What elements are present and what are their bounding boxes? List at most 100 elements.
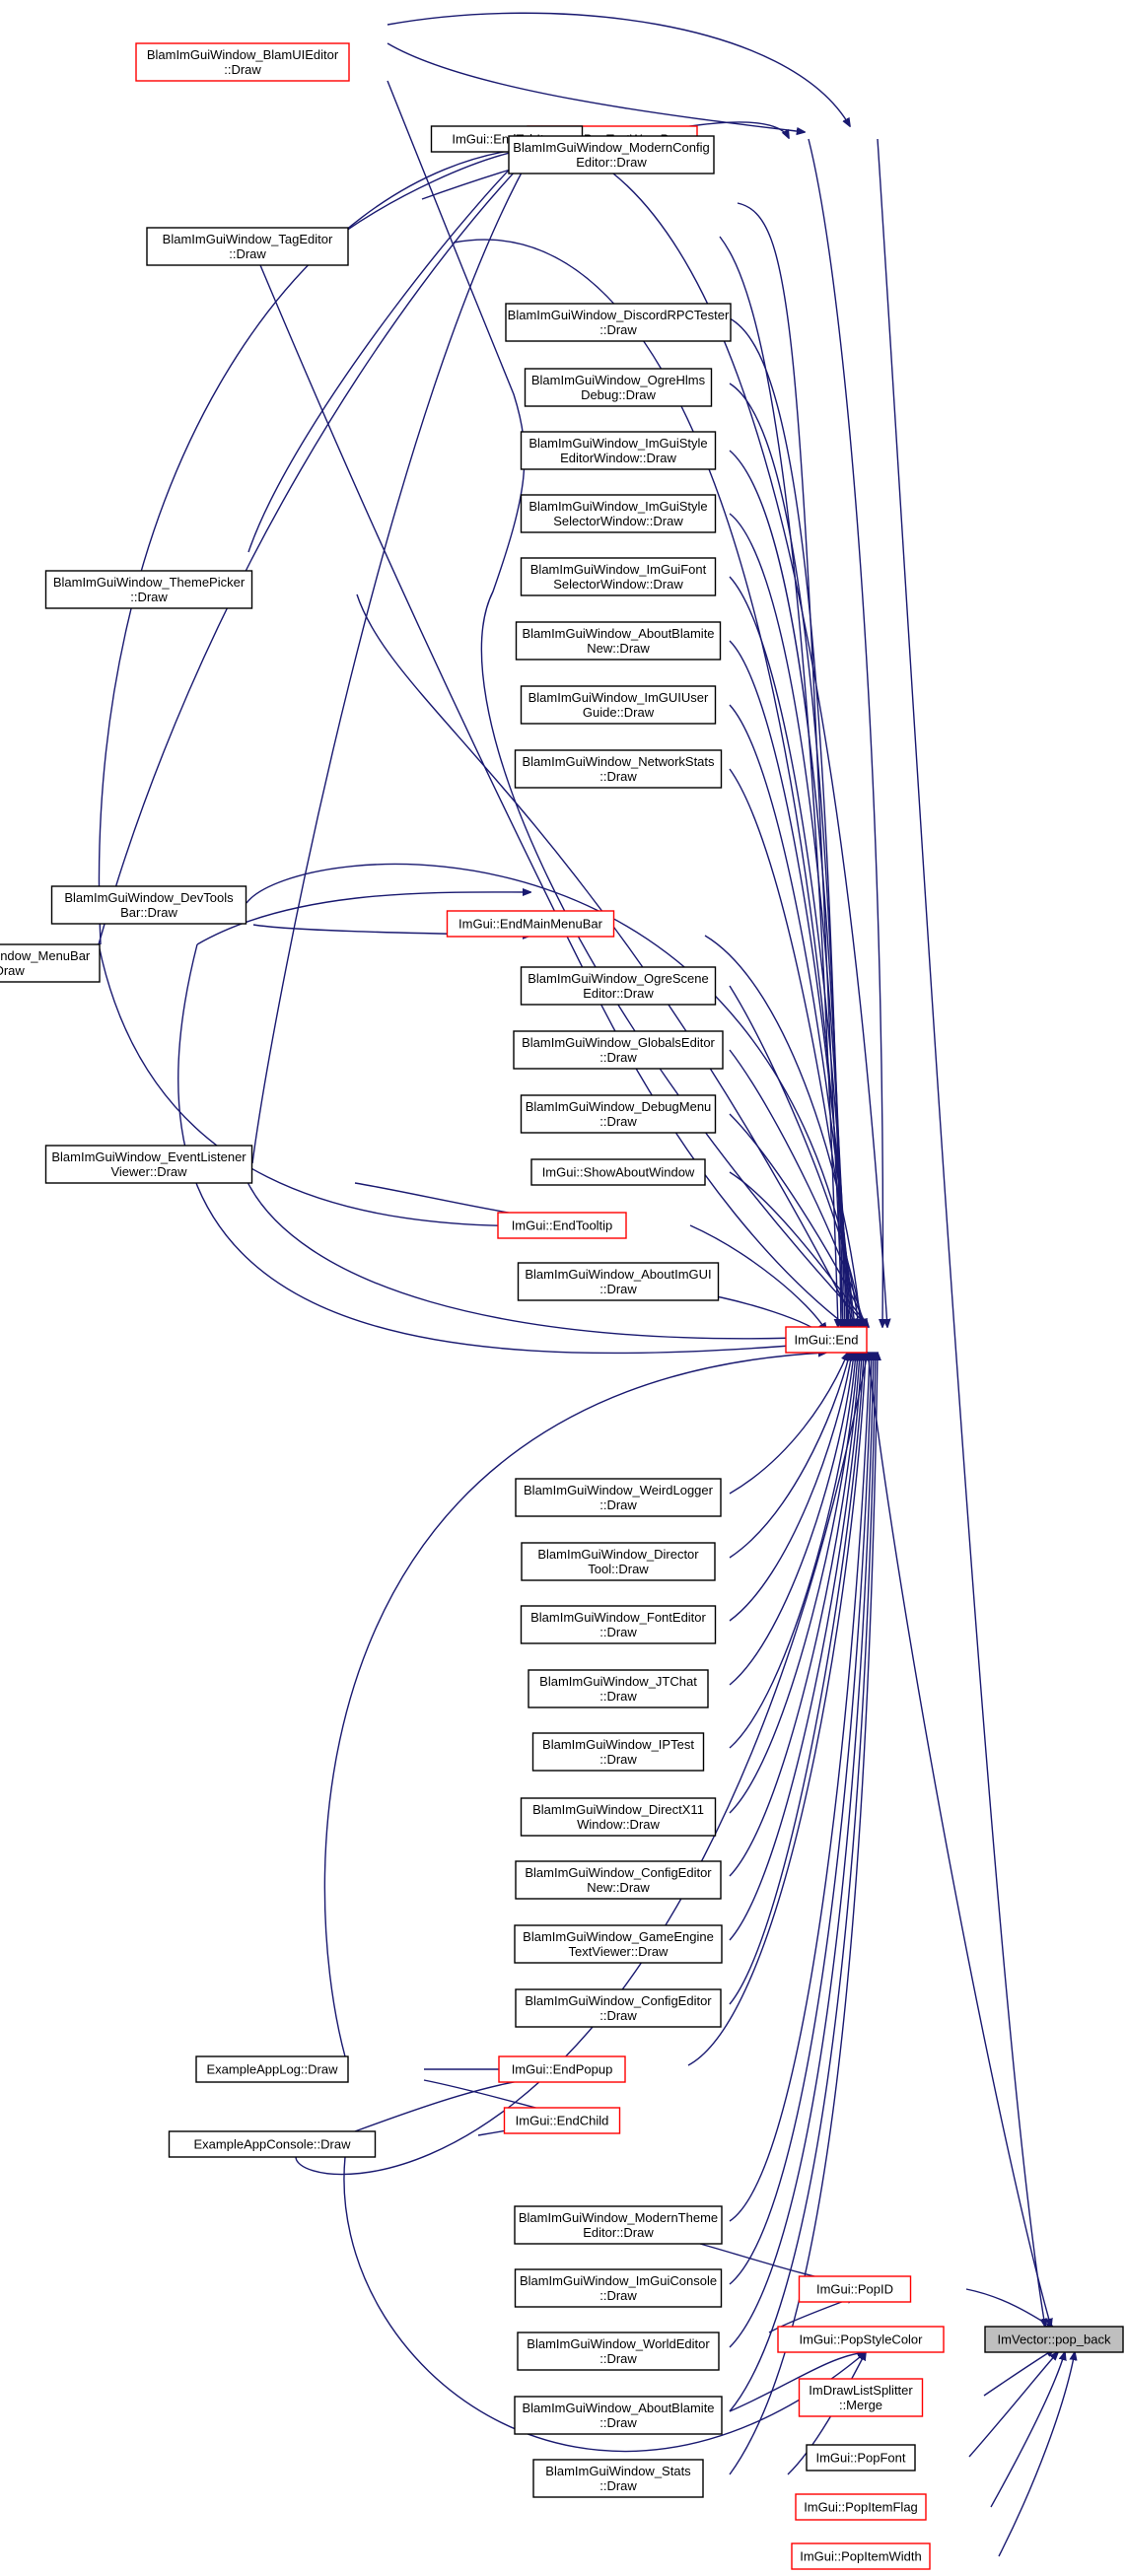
node-label: ::Merge <box>839 2398 882 2412</box>
call-edge-71 <box>998 2352 1075 2557</box>
call-edge-49 <box>323 1353 826 2057</box>
node-label: New::Draw <box>587 641 650 656</box>
node-label: New::Draw <box>587 1880 650 1895</box>
call-edge-18 <box>729 576 849 1327</box>
node-netstats[interactable]: BlamImGuiWindow_NetworkStats::Draw <box>514 749 723 789</box>
node-iptest[interactable]: BlamImGuiWindow_IPTest::Draw <box>531 1732 705 1772</box>
call-edge-29 <box>729 1049 865 1327</box>
node-box <box>508 135 715 174</box>
node-box <box>520 557 717 596</box>
node-label: TextViewer::Draw <box>569 1944 669 1959</box>
node-menubar[interactable]: BlamImGuiWindow_MenuBar::Draw <box>0 943 101 983</box>
node-stylededitor[interactable]: BlamImGuiWindow_ImGuiStyleEditorWindow::… <box>520 431 717 470</box>
node-label: ::Draw <box>599 1752 637 1767</box>
call-edge-31 <box>729 1171 869 1327</box>
node-label: BlamImGuiWindow_AboutImGUI <box>525 1267 711 1282</box>
node-label: BlamImGuiWindow_EventListener <box>51 1149 247 1164</box>
node-label: BlamImGuiWindow_ModernTheme <box>519 2210 718 2225</box>
node-discord[interactable]: BlamImGuiWindow_DiscordRPCTester::Draw <box>505 303 732 342</box>
node-splitter[interactable]: ImDrawListSplitter::Merge <box>798 2378 924 2417</box>
node-label: Viewer::Draw <box>110 1164 187 1179</box>
node-box <box>498 2055 626 2083</box>
node-box <box>195 2055 349 2083</box>
node-fontselector[interactable]: BlamImGuiWindow_ImGuiFontSelectorWindow:… <box>520 557 717 596</box>
node-jtchat[interactable]: BlamImGuiWindow_JTChat::Draw <box>528 1669 709 1708</box>
node-box <box>517 2332 720 2371</box>
node-imguiconsole[interactable]: BlamImGuiWindow_ImGuiConsole::Draw <box>514 2268 723 2308</box>
node-label: ::Draw <box>599 322 637 337</box>
node-appconsole[interactable]: ExampleAppConsole::Draw <box>168 2130 377 2158</box>
node-endchild[interactable]: ImGui::EndChild <box>503 2107 621 2134</box>
node-label: BlamImGuiWindow_WorldEditor <box>527 2336 710 2351</box>
node-box <box>515 1860 722 1900</box>
node-debugmenu[interactable]: BlamImGuiWindow_DebugMenu::Draw <box>520 1094 717 1134</box>
node-label: BlamImGuiWindow_ConfigEditor <box>525 1993 712 2008</box>
node-gameengine[interactable]: BlamImGuiWindow_GameEngineTextViewer::Dr… <box>514 1924 723 1964</box>
node-box <box>984 2326 1124 2353</box>
node-label: BlamImGuiWindow_Director <box>537 1547 699 1562</box>
node-label: ::Draw <box>599 1689 637 1704</box>
call-edge-69 <box>968 2352 1058 2458</box>
node-box <box>44 1145 253 1184</box>
node-popitemflag[interactable]: ImGui::PopItemFlag <box>795 2493 927 2521</box>
node-showabout[interactable]: ImGui::ShowAboutWindow <box>530 1158 706 1186</box>
node-box <box>520 1094 717 1134</box>
node-popitemwidth[interactable]: ImGui::PopItemWidth <box>791 2542 931 2570</box>
call-edge-0 <box>387 12 850 126</box>
node-endtooltip[interactable]: ImGui::EndTooltip <box>497 1212 627 1239</box>
node-box <box>520 966 717 1006</box>
node-configeditor[interactable]: BlamImGuiWindow_ConfigEditor::Draw <box>515 1988 722 2028</box>
node-endmainmenubar[interactable]: ImGui::EndMainMenuBar <box>446 910 615 938</box>
node-eventlistener[interactable]: BlamImGuiWindow_EventListenerViewer::Dra… <box>44 1145 253 1184</box>
node-end[interactable]: ImGui::End <box>785 1326 868 1354</box>
node-box <box>524 368 713 407</box>
node-stats[interactable]: BlamImGuiWindow_Stats::Draw <box>532 2459 704 2498</box>
node-styleselector[interactable]: BlamImGuiWindow_ImGuiStyleSelectorWindow… <box>520 494 717 533</box>
node-aboutimgui[interactable]: BlamImGuiWindow_AboutImGUI::Draw <box>517 1262 720 1301</box>
node-box <box>521 1542 716 1581</box>
call-edge-47 <box>729 1353 864 2005</box>
node-popback[interactable]: ImVector::pop_back <box>984 2326 1124 2353</box>
node-applog[interactable]: ExampleAppLog::Draw <box>195 2055 349 2083</box>
node-label: ImGui::EndChild <box>516 2114 609 2128</box>
call-edge-28 <box>729 985 863 1327</box>
node-label: Bar::Draw <box>120 905 177 920</box>
call-edge-6 <box>247 148 532 553</box>
node-label: Editor::Draw <box>583 2225 654 2240</box>
node-worldeditor[interactable]: BlamImGuiWindow_WorldEditor::Draw <box>517 2332 720 2371</box>
node-aboutblamite[interactable]: BlamImGuiWindow_AboutBlamite::Draw <box>514 2396 723 2435</box>
node-layer: BlamImGuiWindow_BlamUIEditor::DrawImGui:… <box>0 42 1124 2570</box>
node-label: Tool::Draw <box>588 1562 649 1576</box>
node-label: BlamImGuiWindow_TagEditor <box>163 232 333 246</box>
node-popid[interactable]: ImGui::PopID <box>798 2275 912 2303</box>
node-label: ImGui::End <box>794 1333 858 1348</box>
node-blamui[interactable]: BlamImGuiWindow_BlamUIEditor::Draw <box>135 42 350 82</box>
node-themepicker[interactable]: BlamImGuiWindow_ThemePicker::Draw <box>44 570 253 609</box>
node-box <box>795 2493 927 2521</box>
node-tageditor[interactable]: BlamImGuiWindow_TagEditor::Draw <box>146 227 349 266</box>
node-globals[interactable]: BlamImGuiWindow_GlobalsEditor::Draw <box>513 1030 724 1070</box>
node-weirdlogger[interactable]: BlamImGuiWindow_WeirdLogger::Draw <box>515 1478 722 1517</box>
edge-layer <box>98 12 1075 2557</box>
call-edge-4 <box>342 148 532 234</box>
node-popstylecolor[interactable]: ImGui::PopStyleColor <box>777 2326 945 2353</box>
call-edge-58 <box>729 1353 872 2285</box>
node-label: BlamImGuiWindow_OgreHlms <box>531 373 706 387</box>
node-endpopup[interactable]: ImGui::EndPopup <box>498 2055 626 2083</box>
node-box <box>528 1669 709 1708</box>
node-label: BlamImGuiWindow_ImGuiFont <box>530 562 707 577</box>
node-box <box>514 2268 723 2308</box>
node-fonteditor[interactable]: BlamImGuiWindow_FontEditor::Draw <box>520 1605 717 1644</box>
call-edge-30 <box>729 1113 867 1327</box>
node-popfont[interactable]: ImGui::PopFont <box>806 2444 916 2472</box>
